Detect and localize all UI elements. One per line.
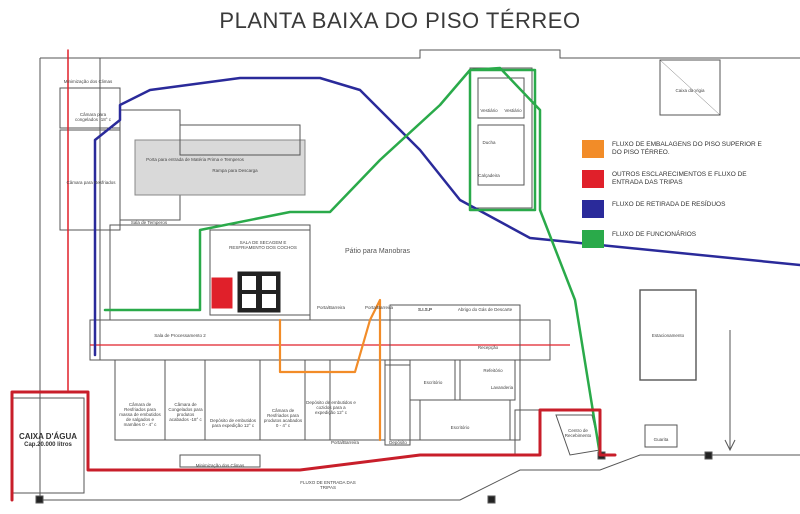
label-porta-barreira-1: Porta/Barreira <box>316 305 345 310</box>
label-vestiario-2: Vestiário <box>504 108 522 113</box>
label-deposito: Depósito <box>389 440 407 445</box>
legend-text: FLUXO DE RETIRADA DE RESÍDUOS <box>612 201 726 208</box>
label-ducha: Ducha <box>482 140 496 145</box>
label-camara-congelados: Câmara para congelados -18° c <box>74 112 112 122</box>
label-caixa-vigia: Caixa da Vigia <box>675 88 705 93</box>
flow-funcionarios <box>103 66 602 457</box>
label-centro-recebimento: Centro de Recebimento <box>564 428 592 438</box>
legend-swatch-orange <box>582 140 604 158</box>
label-porta-entrada: Porta para entrada de Matéria Prima e Te… <box>146 157 244 162</box>
legend-text: OUTROS ESCLARECIMENTOS e FLUXO DE ENTRAD… <box>612 171 747 186</box>
flow-embalagens <box>278 298 382 442</box>
flow-residuos <box>93 76 800 357</box>
label-sala-processamento: Sala de Processamento 2 <box>154 333 206 338</box>
label-caixa-agua: CAIXA D'ÁGUA Cap.20.000 litros <box>14 432 82 450</box>
caixa-agua-title: CAIXA D'ÁGUA <box>18 432 78 441</box>
legend-item-tripas: OUTROS ESCLARECIMENTOS e FLUXO DE ENTRAD… <box>582 168 782 188</box>
label-fluxo-entrada: FLUXO DE ENTRADA DAS TRIPAS <box>300 480 356 490</box>
label-estacionamento: Estacionamento <box>651 333 685 338</box>
label-minimizacao-bottom: Minimização dos Climas <box>195 463 245 468</box>
label-camara-4: Câmara de Resfriados para produtos acaba… <box>263 408 303 428</box>
label-porta-barreira-2: Porta/Barreira <box>364 305 393 310</box>
legend-swatch-blue <box>582 200 604 218</box>
label-recepcao: Recepção <box>477 345 499 350</box>
page-title: PLANTA BAIXA DO PISO TÉRREO <box>219 8 581 33</box>
legend-item-embalagens: FLUXO DE EMBALAGENS DO PISO SUPERIOR E D… <box>582 138 782 158</box>
label-camara-5: Depósito de embutidos e cozidos para a e… <box>306 400 356 415</box>
legend-text: FLUXO DE FUNCIONÁRIOS <box>612 231 697 238</box>
label-camara-1: Câmara de Resfriados para massa de embut… <box>119 402 161 427</box>
label-patio: Pátio para Manobras <box>345 248 410 255</box>
label-escritorio-1: Escritório <box>423 380 443 385</box>
legend-item-funcionarios: FLUXO DE FUNCIONÁRIOS <box>582 228 782 248</box>
label-escritorio-2: Escritório <box>450 425 470 430</box>
flow-tripas <box>10 390 617 502</box>
label-sala-temperos: Sala de Temperos <box>130 220 168 225</box>
label-sala-secagem: SALA DE SECAGEM E RESFRIAMENTO DOS COCHO… <box>229 240 297 250</box>
label-abrigo-gas: Abrigo do Gás de Descarte <box>457 307 513 312</box>
label-lavanderia: Lavanderia <box>490 385 514 390</box>
site-boundary <box>40 49 800 59</box>
label-vestiario-1: Vestiário <box>480 108 498 113</box>
label-camara-resfriados: Câmara para Resfriados <box>66 180 116 185</box>
legend-item-residuos: FLUXO DE RETIRADA DE RESÍDUOS <box>582 198 782 218</box>
legend-text: FLUXO DE EMBALAGENS DO PISO SUPERIOR E D… <box>612 141 762 156</box>
legend-swatch-green <box>582 230 604 248</box>
label-refeitorio: Refeitório <box>483 368 503 373</box>
label-porta-barreira-3: Porta/Barreira <box>330 440 359 445</box>
legend-swatch-red <box>582 170 604 188</box>
label-rampa: Rampa para Descarga <box>212 168 258 173</box>
label-minimizacao: Minimização dos Climas <box>63 79 113 84</box>
label-calcadeira: Calçadeira <box>478 173 500 178</box>
label-guarita: Guarita <box>653 437 669 442</box>
label-camara-3: Depósito de embutidos para expedição 12°… <box>209 418 257 428</box>
label-camara-2: Câmara de Congelados para produtos acaba… <box>168 402 203 422</box>
legend: FLUXO DE EMBALAGENS DO PISO SUPERIOR E D… <box>582 138 782 258</box>
caixa-agua-capacity: Cap.20.000 litros <box>24 442 72 448</box>
label-sisp: S.I.S.P <box>417 307 432 312</box>
